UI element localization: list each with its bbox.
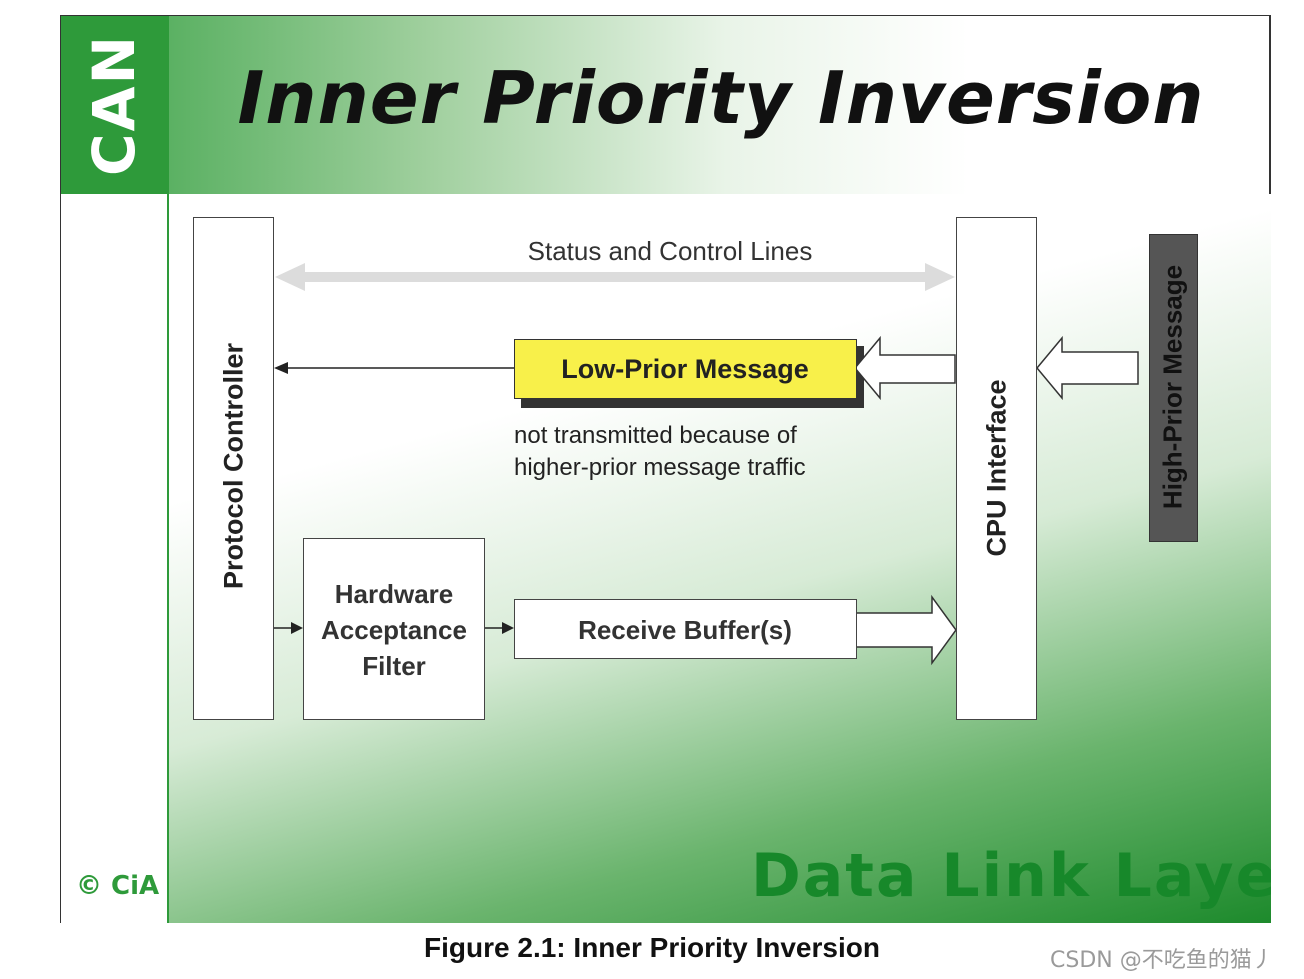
filter-to-buffer-arrow (485, 622, 514, 634)
protocol-controller-label: Protocol Controller (218, 342, 249, 590)
low-prior-to-controller-arrow (274, 362, 514, 374)
cia-copyright: © CiA (76, 871, 160, 901)
header-band (61, 16, 1271, 196)
low-prior-message-label: Low-Prior Message (561, 354, 809, 384)
status-control-label: Status and Control Lines (527, 236, 813, 266)
cpu-to-low-prior-arrow (854, 335, 956, 401)
slide-title: Inner Priority Inversion (237, 56, 1205, 140)
status-control-arrow (275, 263, 955, 291)
note-line-1: not transmitted because of (514, 422, 797, 449)
data-link-layer-label: Data Link Layer (751, 841, 1271, 911)
high-prior-message-box: High-Prior Message (1149, 234, 1198, 542)
divider-line (167, 16, 169, 923)
hardware-acceptance-filter-box: Hardware Acceptance Filter (303, 538, 485, 720)
haf-label-line-2: Acceptance (321, 615, 467, 645)
header-right-edge (1269, 16, 1271, 194)
left-column (61, 194, 167, 923)
cpu-interface-label: CPU Interface (981, 379, 1012, 557)
can-logo: CAN (61, 16, 167, 194)
low-prior-message-box: Low-Prior Message (514, 339, 857, 399)
controller-to-filter-arrow (274, 622, 303, 634)
receive-buffers-box: Receive Buffer(s) (514, 599, 857, 659)
receive-buffers-label: Receive Buffer(s) (578, 615, 792, 645)
note-line-2: higher-prior message traffic (514, 454, 806, 481)
slide: CAN Inner Priority Inversion © CiA Data … (60, 15, 1271, 923)
haf-label-line-1: Hardware (334, 579, 454, 609)
protocol-controller-box: Protocol Controller (193, 217, 274, 720)
haf-label-line-3: Filter (362, 651, 426, 681)
buffer-to-cpu-arrow (855, 594, 957, 666)
cpu-interface-box: CPU Interface (956, 217, 1037, 720)
high-prior-to-cpu-arrow (1036, 335, 1139, 401)
high-prior-message-label: High-Prior Message (1157, 264, 1188, 510)
csdn-watermark: CSDN @不吃鱼的猫丿 (1050, 948, 1274, 973)
figure-caption: Figure 2.1: Inner Priority Inversion (424, 932, 880, 963)
